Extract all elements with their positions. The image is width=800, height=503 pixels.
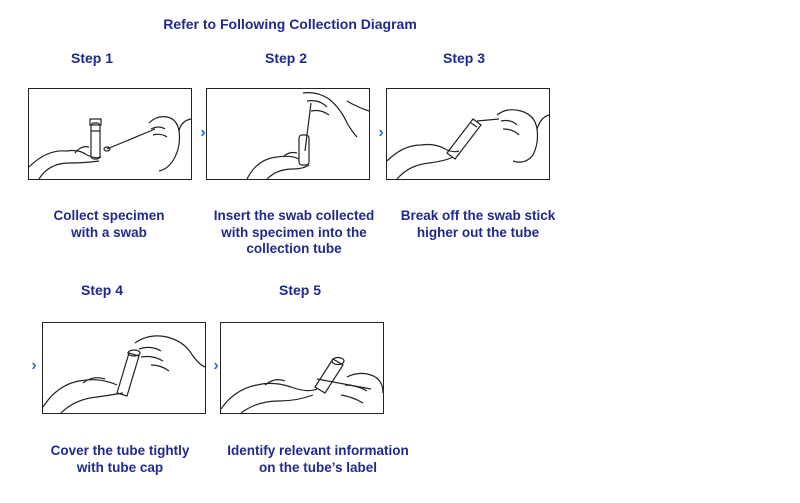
step-3-label: Step 3 <box>414 50 514 66</box>
step-3-to-4-arrow: › <box>28 358 40 374</box>
step-4-label: Step 4 <box>52 282 152 298</box>
step-1-label: Step 1 <box>42 50 142 66</box>
step-5-label: Step 5 <box>250 282 350 298</box>
break-swab-drawing <box>387 89 549 179</box>
step-2-illustration <box>206 88 370 180</box>
step-4-illustration <box>42 322 206 414</box>
cap-tube-drawing <box>43 323 205 413</box>
step-3-illustration <box>386 88 550 180</box>
step-1-illustration <box>28 88 192 180</box>
step-1-caption: Collect specimen with a swab <box>22 208 196 241</box>
collect-swab-drawing <box>29 89 191 179</box>
step-4-caption: Cover the tube tightly with tube cap <box>36 443 204 476</box>
step-2-label: Step 2 <box>236 50 336 66</box>
diagram-title: Refer to Following Collection Diagram <box>0 16 580 32</box>
label-tube-drawing <box>221 323 383 413</box>
step-3-caption: Break off the swab stick higher out the … <box>388 208 568 241</box>
step-5-caption: Identify relevant information on the tub… <box>212 443 424 476</box>
insert-swab-drawing <box>207 89 369 179</box>
step-2-caption: Insert the swab collected with specimen … <box>196 208 392 258</box>
step-5-illustration <box>220 322 384 414</box>
